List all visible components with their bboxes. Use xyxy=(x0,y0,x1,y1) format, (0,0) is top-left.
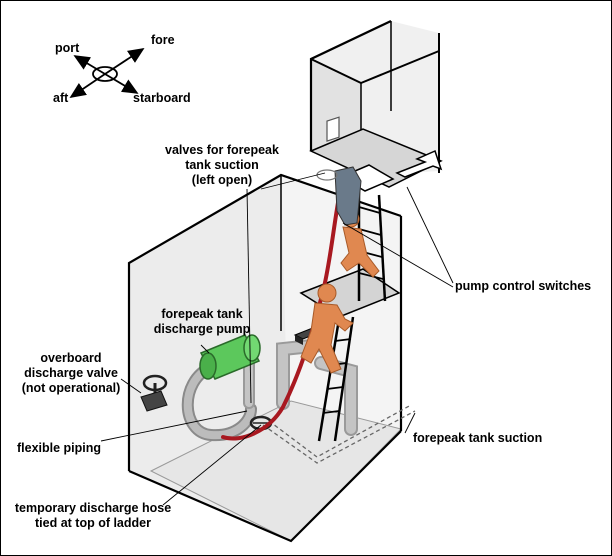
hose-label-line2: tied at top of ladder xyxy=(35,516,151,530)
forepeak-tank-suction-label: forepeak tank suction xyxy=(413,431,543,445)
valves-label-line2: tank suction xyxy=(185,158,259,172)
leader-lines xyxy=(100,172,454,506)
crew-member-lower xyxy=(300,283,354,374)
forepeak-compartment xyxy=(127,173,416,543)
hose-label-line1: temporary discharge hose xyxy=(14,501,172,515)
overboard-label-line3: (not operational) xyxy=(21,381,121,395)
discharge-pump xyxy=(199,334,261,380)
pump-control-switches-label: pump control switches xyxy=(455,279,592,293)
valve-handwheels xyxy=(316,169,338,181)
compass-rose xyxy=(69,48,145,99)
overboard-valve xyxy=(140,374,168,412)
compass-starboard-label: starboard xyxy=(133,91,191,105)
overboard-label-line1: overboard xyxy=(40,351,102,365)
pump-label-line2: discharge pump xyxy=(153,322,251,336)
pump-label-line1: forepeak tank xyxy=(161,307,243,321)
compass-port-label: port xyxy=(55,41,80,55)
flexible-piping-label: flexible piping xyxy=(17,441,102,455)
overboard-valve-label: overboard discharge valve (not operation… xyxy=(15,351,127,396)
compass-aft-label: aft xyxy=(53,91,69,105)
valves-label: valves for forepeak tank suction (left o… xyxy=(157,143,287,188)
overboard-label-line2: discharge valve xyxy=(24,366,118,380)
compass-fore-label: fore xyxy=(151,33,175,47)
upper-trunk xyxy=(309,20,443,192)
pump-label: forepeak tank discharge pump xyxy=(149,307,255,337)
valves-label-line1: valves for forepeak xyxy=(165,143,279,157)
valves-label-line3: (left open) xyxy=(191,173,253,187)
hose-label: temporary discharge hose tied at top of … xyxy=(13,501,173,531)
jacket xyxy=(334,166,362,226)
lower-ladder xyxy=(317,316,355,442)
